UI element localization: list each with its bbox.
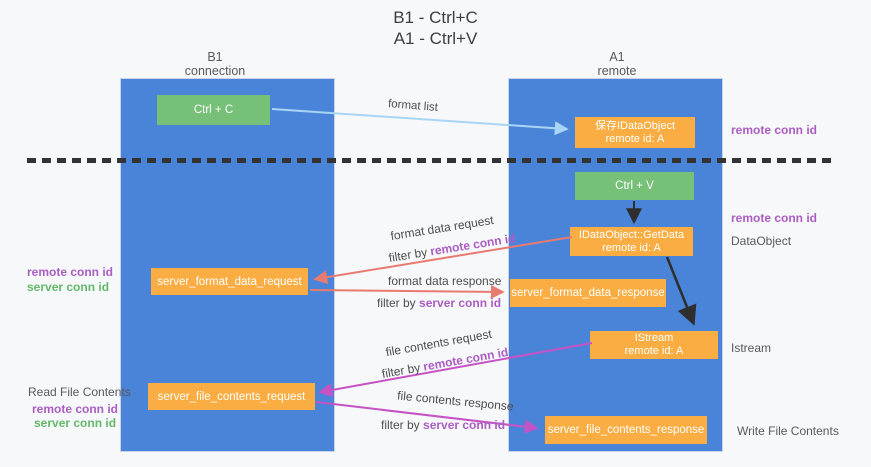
node-save-idataobject-line2: remote id: A: [605, 132, 665, 145]
node-server-format-data-request-label: server_format_data_request: [157, 275, 302, 288]
annotation-dataobject: DataObject: [731, 234, 792, 248]
filter-by-text-2: filter by: [377, 296, 420, 310]
session-divider-dashed-line: [27, 158, 833, 163]
lane-a1-name: A1: [609, 50, 625, 64]
remote-conn-id-key-1: remote conn id: [429, 231, 517, 259]
node-save-idataobject: 保存IDataObject remote id: A: [575, 117, 695, 148]
annotation-read-file-contents: Read File Contents: [28, 385, 131, 399]
node-ctrl-c-label: Ctrl + C: [193, 104, 234, 116]
annotation-istream: Istream: [731, 341, 772, 355]
node-istream: IStream remote id: A: [590, 331, 718, 359]
filter-by-text-4: filter by: [381, 418, 424, 432]
arrow-format-data-response: [309, 284, 505, 299]
node-server-file-contents-response-label: server_file_contents_response: [547, 424, 705, 436]
annotation-remote-conn-id-top-right: remote conn id: [731, 123, 818, 137]
title-line-2: A1 - Ctrl+V: [393, 29, 478, 48]
diagram-title: B1 - Ctrl+C A1 - Ctrl+V: [0, 7, 871, 49]
lane-b1-role: connection: [184, 64, 246, 78]
node-server-format-data-response: server_format_data_response: [510, 279, 666, 307]
server-conn-id-key-2: server conn id: [423, 418, 506, 432]
node-server-file-contents-response: server_file_contents_response: [545, 416, 707, 444]
node-idataobject-getdata: IDataObject::GetData remote id: A: [570, 227, 693, 256]
annotation-remote-conn-id-mid-right: remote conn id: [731, 211, 818, 225]
node-istream-line2: remote id: A: [624, 345, 684, 357]
label-file-contents-response-filter: filter by server conn id: [381, 418, 505, 432]
node-save-idataobject-line1: 保存IDataObject: [594, 119, 676, 132]
annotation-write-file-contents: Write File Contents: [737, 424, 839, 438]
annotation-server-conn-id-left-bottom: server conn id: [34, 416, 117, 430]
label-format-data-response: format data response: [388, 274, 502, 288]
title-line-1: B1 - Ctrl+C: [393, 8, 478, 27]
lane-header-a1: A1 remote: [517, 50, 717, 78]
filter-by-text-3: filter by: [380, 359, 425, 382]
node-getdata-line2: remote id: A: [602, 241, 661, 254]
filter-by-text-1: filter by: [387, 244, 432, 265]
node-server-file-contents-request: server_file_contents_request: [148, 383, 315, 410]
node-ctrl-v-label: Ctrl + V: [615, 180, 654, 192]
lane-a1-role: remote: [597, 64, 637, 78]
label-file-contents-response: file contents response: [396, 388, 515, 414]
label-format-list: format list: [387, 98, 439, 114]
lane-header-b1: B1 connection: [115, 50, 315, 78]
annotation-remote-conn-id-left-bottom: remote conn id: [32, 402, 119, 416]
node-server-format-data-response-label: server_format_data_response: [511, 287, 665, 299]
node-getdata-line1: IDataObject::GetData: [578, 228, 685, 241]
annotation-remote-conn-id-left-top: remote conn id: [27, 265, 114, 279]
node-server-file-contents-request-label: server_file_contents_request: [157, 390, 306, 403]
node-istream-line1: IStream: [634, 332, 674, 344]
annotation-server-conn-id-left-top: server conn id: [27, 280, 110, 294]
node-ctrl-v: Ctrl + V: [575, 172, 694, 200]
server-conn-id-key-1: server conn id: [419, 296, 502, 310]
lane-b1-name: B1: [207, 50, 223, 64]
node-ctrl-c: Ctrl + C: [157, 95, 270, 125]
label-format-data-response-filter: filter by server conn id: [377, 296, 501, 310]
node-server-format-data-request: server_format_data_request: [151, 268, 308, 295]
